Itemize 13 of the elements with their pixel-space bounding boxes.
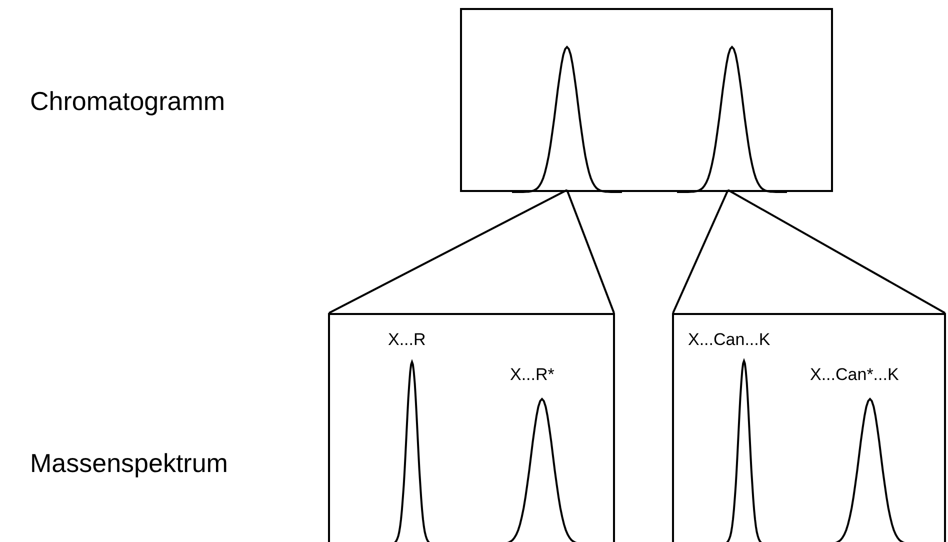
mass-spectrum-panel (672, 313, 946, 542)
peak-label: X...R* (510, 366, 554, 383)
chromatogram-panel (460, 8, 833, 192)
zoom-line (328, 189, 568, 314)
zoom-line (566, 190, 615, 314)
axis-title: Chromatogramm (30, 88, 226, 114)
axis-title: Massenspektrum (30, 450, 228, 476)
peak-label: X...Can*...K (810, 366, 899, 383)
zoom-line (672, 190, 729, 314)
peak-label: X...Can...K (688, 331, 770, 348)
mass-spectrum-panel (328, 313, 615, 542)
zoom-line (728, 189, 946, 314)
peak-label: X...R (388, 331, 426, 348)
